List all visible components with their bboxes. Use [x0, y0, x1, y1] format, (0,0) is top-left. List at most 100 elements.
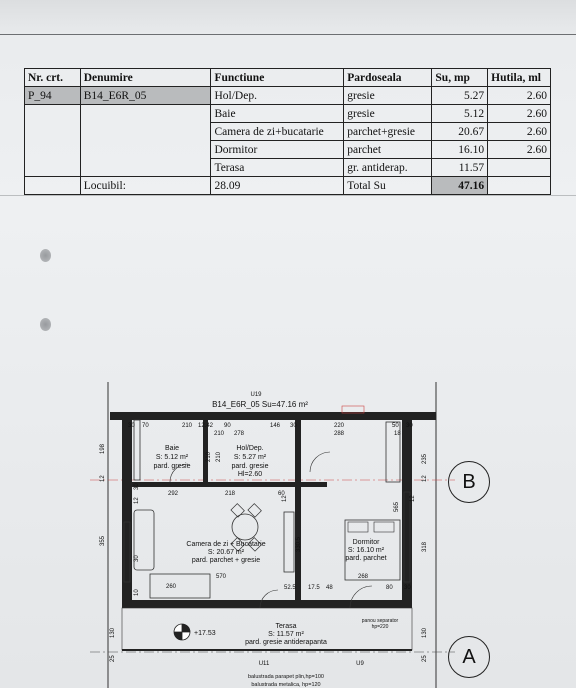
chair: [247, 503, 262, 518]
cell-pardoseala: gresie: [343, 86, 433, 105]
table-row: Terasa gr. antiderap. 11.57: [25, 158, 551, 177]
cell-hutila: [487, 158, 551, 177]
hol-floor: pard. gresie: [232, 463, 269, 470]
plan-title: B14_E6R_05 Su=47.16 m²: [212, 400, 308, 409]
header-denumire: Denumire: [79, 68, 212, 87]
dim-label: 570: [216, 574, 227, 580]
punch-hole: [40, 318, 51, 331]
cell-su: 20.67: [431, 122, 489, 141]
axis-b-marker: B: [448, 461, 490, 503]
dim-label: 50: [392, 423, 399, 429]
note-balustrada: balustrada metalica, hp=120: [251, 682, 320, 688]
dim-label: 12: [134, 497, 140, 504]
dim-label: 210: [216, 451, 222, 462]
wall-bath: [203, 420, 208, 482]
dim-label: 18: [394, 431, 401, 437]
wall-inner-horizontal: [132, 482, 302, 487]
table-row: Camera de zi+bucatarie parchet+gresie 20…: [25, 122, 551, 141]
page-crease: [0, 195, 576, 196]
axis-a-label: A: [462, 645, 476, 668]
baie-label: Baie: [165, 445, 179, 452]
header-hutila: Hutila, ml: [487, 68, 551, 87]
window: [133, 419, 141, 481]
dim-label: 278: [234, 431, 245, 437]
cell-footer-empty: [487, 176, 551, 195]
dormitor-area: S: 16.10 m²: [348, 547, 385, 554]
pillow: [373, 521, 395, 533]
wall-right: [402, 420, 412, 608]
camera-label: Camera de zi + Bucatarie: [186, 541, 265, 548]
dim-label: 210: [214, 431, 225, 437]
dim-label: 25: [422, 655, 428, 662]
dim-label: 210: [182, 423, 193, 429]
dormitor-floor: pard. parchet: [345, 555, 386, 562]
dormitor-label: Dormitor: [353, 539, 381, 546]
kitchen-counter: [149, 573, 211, 599]
table-footer-row: Locuibil: 28.09 Total Su 47.16: [24, 176, 551, 195]
hol-label: Hol/Dep.: [236, 445, 263, 452]
wall-bedroom: [295, 420, 301, 600]
cell-nr-crt: P_94: [24, 86, 81, 105]
panou-height: hp=220: [372, 624, 389, 630]
ref-u11: U11: [259, 661, 270, 667]
dim-label: 48: [326, 585, 333, 591]
wall-bottom: [122, 600, 412, 608]
cell-functiune: Camera de zi+bucatarie: [210, 122, 345, 141]
ref-u9: U9: [356, 661, 364, 667]
door-swing: [169, 463, 189, 483]
kitchen-counter: [283, 511, 295, 573]
chair: [247, 537, 262, 552]
window: [385, 421, 401, 483]
cell-pardoseala: parchet+gresie: [343, 122, 433, 141]
axis-b-label: B: [462, 470, 476, 493]
dining-table: [231, 513, 259, 541]
hol-height: Hl=2.60: [238, 471, 262, 478]
cell-su: 11.57: [431, 158, 489, 177]
cell-total-value: 47.16: [431, 176, 489, 195]
chair: [230, 503, 245, 518]
cell-hutila: 2.60: [487, 86, 551, 105]
dim-label: 288: [334, 431, 345, 437]
cell-denumire-empty: [79, 104, 212, 177]
level-mark: +17.53: [194, 630, 216, 637]
level-mark-fill: [174, 624, 190, 640]
dim-label: 268: [358, 574, 369, 580]
dim-label: 30: [406, 423, 413, 429]
wall-top: [110, 412, 436, 420]
dim-label: 12: [410, 495, 416, 502]
page-fold: [0, 0, 576, 34]
cell-su: 16.10: [431, 140, 489, 159]
dim-label: 355: [100, 535, 106, 546]
wall-left: [122, 420, 132, 608]
header-functiune: Functiune: [210, 68, 345, 87]
dim-label: 146: [270, 423, 281, 429]
terasa-area: S: 11.57 m²: [268, 631, 304, 638]
tag: [341, 405, 365, 414]
dim-label: 30: [290, 423, 297, 429]
table-row: P_94 B14_E6R_05 Hol/Dep. gresie 5.27 2.6…: [24, 86, 551, 105]
dim-label: 30: [134, 483, 140, 490]
table-row: Dormitor parchet 16.10 2.60: [25, 140, 551, 159]
dim-label: 235: [422, 453, 428, 464]
window: [123, 521, 131, 583]
axis-a-marker: A: [448, 636, 490, 678]
top-ref: U19: [250, 392, 262, 398]
dim-label: 17.5: [308, 585, 320, 591]
table-row: Baie gresie 5.12 2.60: [24, 104, 551, 177]
floor-plan: U19 B14_E6R_05 Su=47.16 m² Baie S: 5.12 …: [90, 382, 455, 688]
dim-label: 565: [394, 501, 400, 512]
pillow: [347, 521, 369, 533]
cell-hutila: 2.60: [487, 122, 551, 141]
dim-label: 318: [422, 541, 428, 552]
page-edge-line: [0, 34, 576, 35]
sofa: [133, 509, 155, 571]
dim-label: 12: [422, 475, 428, 482]
terasa-floor: pard. gresie antiderapanta: [245, 639, 327, 646]
cell-locuibil-value: 28.09: [210, 176, 345, 195]
cell-hutila: 2.60: [487, 140, 551, 159]
dim-label: 30: [134, 555, 140, 562]
door-swing: [349, 585, 373, 609]
dim-label: 210: [206, 451, 212, 462]
dim-label: 198: [100, 443, 106, 454]
